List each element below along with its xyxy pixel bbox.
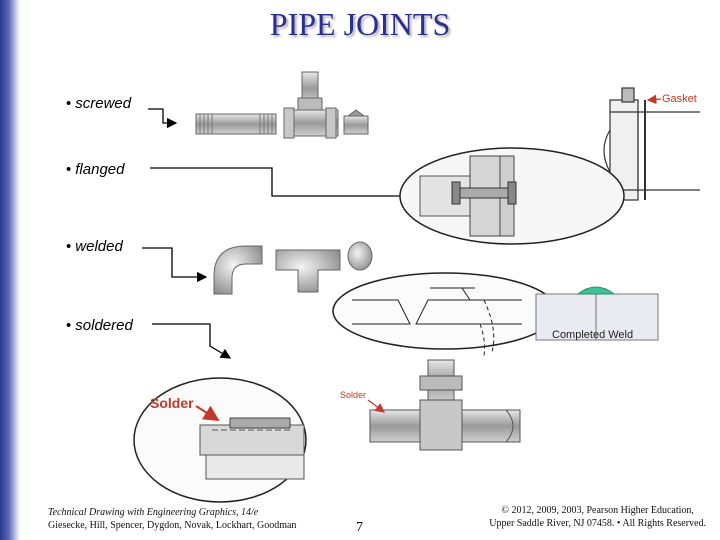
weld-prep-icon [332, 272, 558, 357]
footer-citation: Technical Drawing with Engineering Graph… [48, 506, 296, 532]
flange-detail-icon [399, 147, 625, 245]
solder-tee-icon [369, 359, 521, 451]
bullet-welded: •welded [66, 238, 123, 255]
copyright-line-2: Upper Saddle River, NJ 07458. • All Righ… [489, 518, 706, 529]
solder-label-large: Solder [150, 395, 194, 411]
connector-welded [142, 247, 208, 283]
solder-label-small: Solder [340, 390, 366, 400]
weld-cap-icon [347, 241, 373, 271]
gasket-label: Gasket [662, 93, 697, 105]
sidebar-gradient [0, 0, 20, 540]
connector-screwed [148, 108, 178, 129]
completed-weld-label: Completed Weld [552, 329, 633, 341]
bullet-screwed: •screwed [66, 95, 132, 112]
screwed-nipple-icon [195, 113, 277, 135]
solder-detail-icon [133, 377, 307, 503]
page-number: 7 [356, 520, 363, 535]
screwed-union-icon [343, 109, 369, 135]
copyright-line-1: © 2012, 2009, 2003, Pearson Higher Educa… [501, 505, 694, 516]
footer-book-title: Technical Drawing with Engineering Graph… [48, 507, 259, 518]
connector-soldered [152, 323, 232, 359]
page-title: PIPE JOINTS [269, 6, 451, 42]
flange-section-icon [603, 87, 700, 201]
weld-tee-icon [275, 249, 341, 293]
footer-authors: Giesecke, Hill, Spencer, Dygdon, Novak, … [48, 520, 297, 531]
bullet-soldered: •soldered [66, 317, 133, 334]
footer-copyright: © 2012, 2009, 2003, Pearson Higher Educa… [489, 504, 706, 530]
completed-weld-icon [535, 286, 659, 341]
connector-flanged [150, 167, 400, 197]
weld-elbow-icon [213, 245, 263, 295]
bullet-flanged: •flanged [66, 161, 125, 178]
screwed-tee-icon [283, 71, 339, 139]
